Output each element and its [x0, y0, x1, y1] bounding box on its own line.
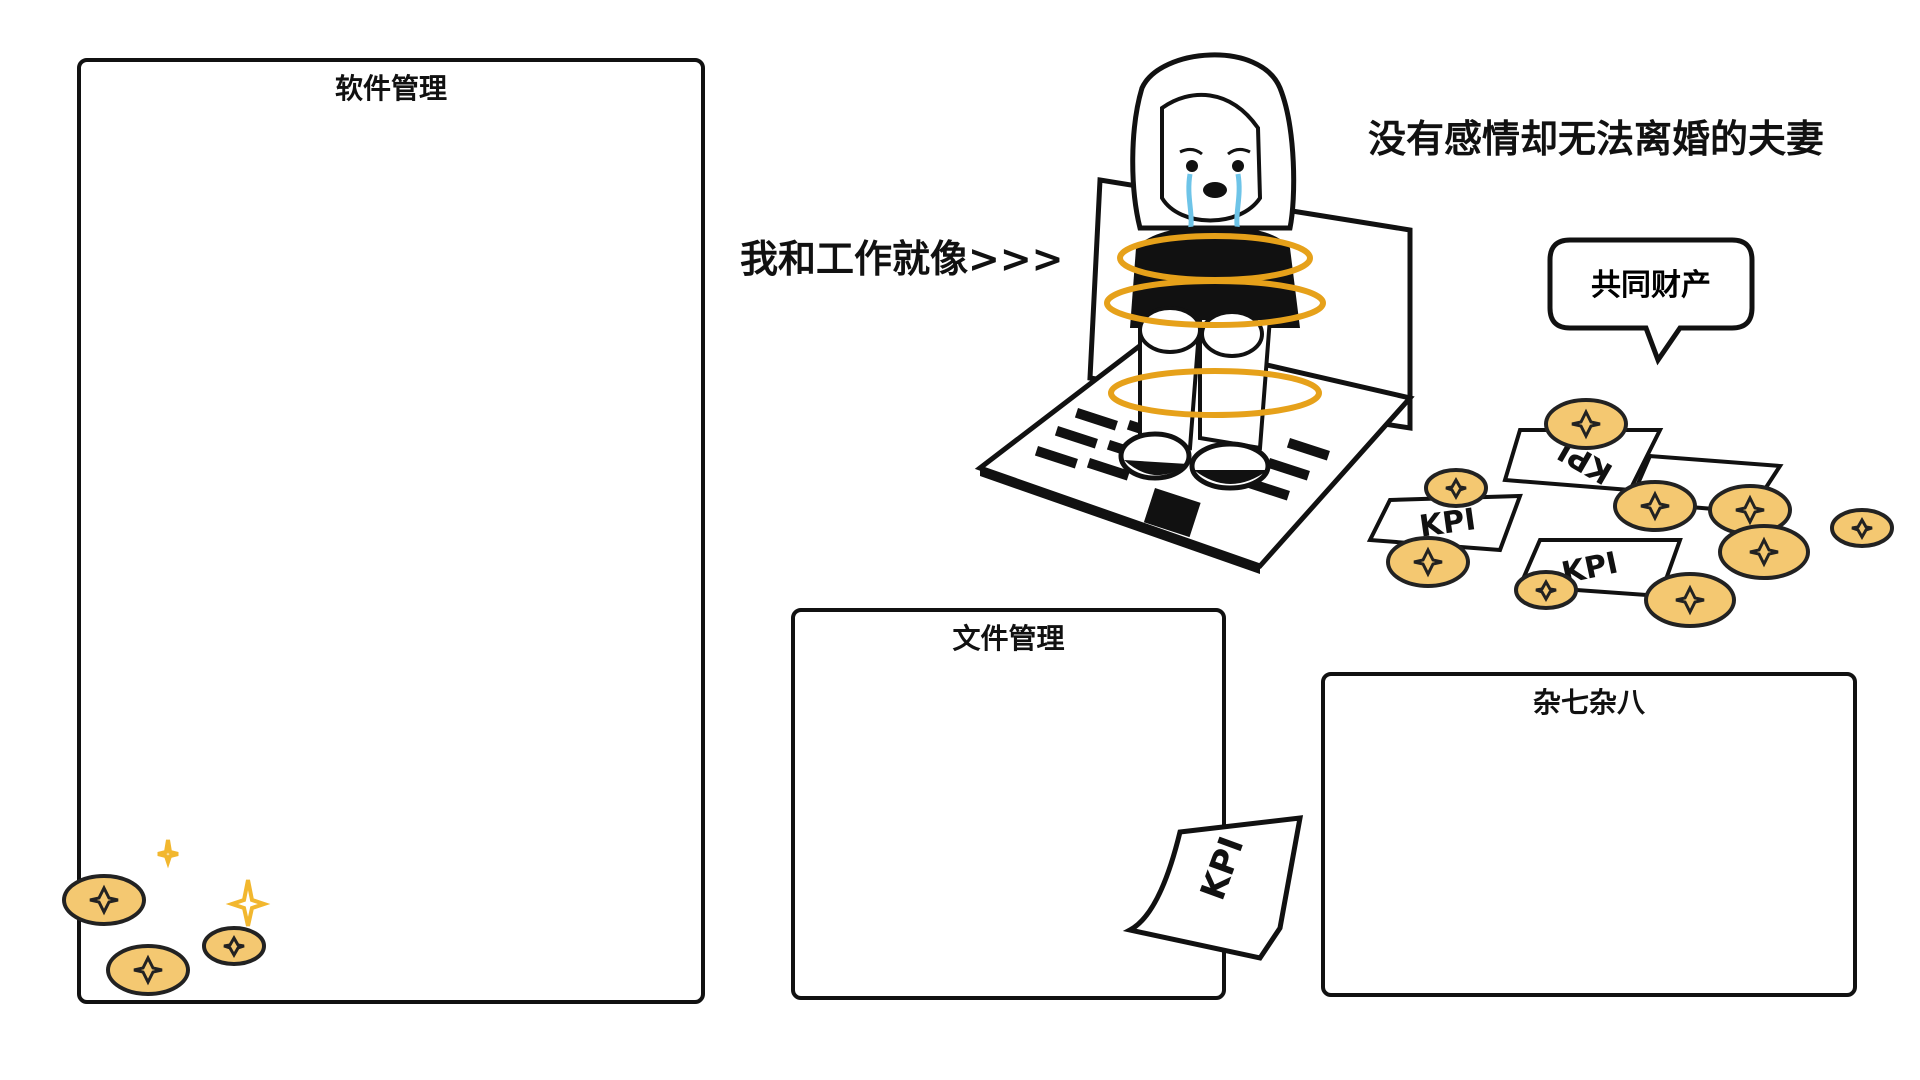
- panel-title-misc: 杂七杂八: [1532, 686, 1645, 719]
- headline-couple: 没有感情却无法离婚的夫妻: [1368, 117, 1825, 161]
- panel-software-management: 软件管理: [77, 58, 705, 1004]
- coins-bottom-left: [62, 839, 271, 996]
- sparkle-icon: [157, 839, 271, 927]
- speech-bubble-text: 共同财产: [1591, 268, 1711, 303]
- speech-bubble: 共同财产: [1547, 237, 1755, 366]
- headline-work-like: 我和工作就像>>>: [740, 237, 1064, 281]
- panel-title-software-management: 软件管理: [334, 72, 447, 105]
- kpi-paper-icon: KPI: [1122, 815, 1304, 961]
- coins-and-kpi-papers-pile: KPI KPI KPI: [1366, 398, 1894, 628]
- crying-girl-laptop-illustration: [974, 52, 1415, 574]
- panel-title-file-management: 文件管理: [952, 622, 1065, 655]
- panel-misc: 杂七杂八: [1321, 672, 1857, 997]
